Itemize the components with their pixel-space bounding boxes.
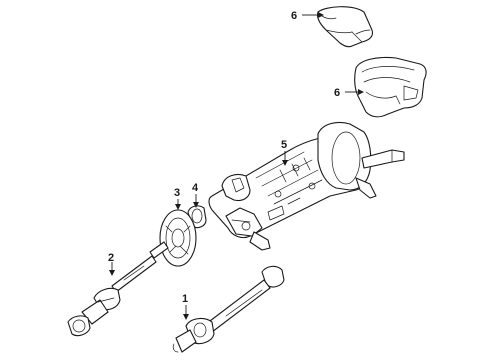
callout-2: 2 [108,252,114,264]
column-cover-plate [159,209,197,267]
lower-steering-shaft [172,265,285,353]
callout-1: 1 [182,293,188,305]
steering-column-assembly [208,121,405,251]
intermediate-shaft [67,241,169,337]
callout-4: 4 [192,182,199,194]
callout-6-upper: 6 [291,10,297,22]
lower-column-shroud [354,56,427,118]
upper-column-shroud [316,6,374,48]
callout-6-lower: 6 [334,87,340,99]
callout-3: 3 [174,187,180,199]
callout-5: 5 [281,139,287,151]
